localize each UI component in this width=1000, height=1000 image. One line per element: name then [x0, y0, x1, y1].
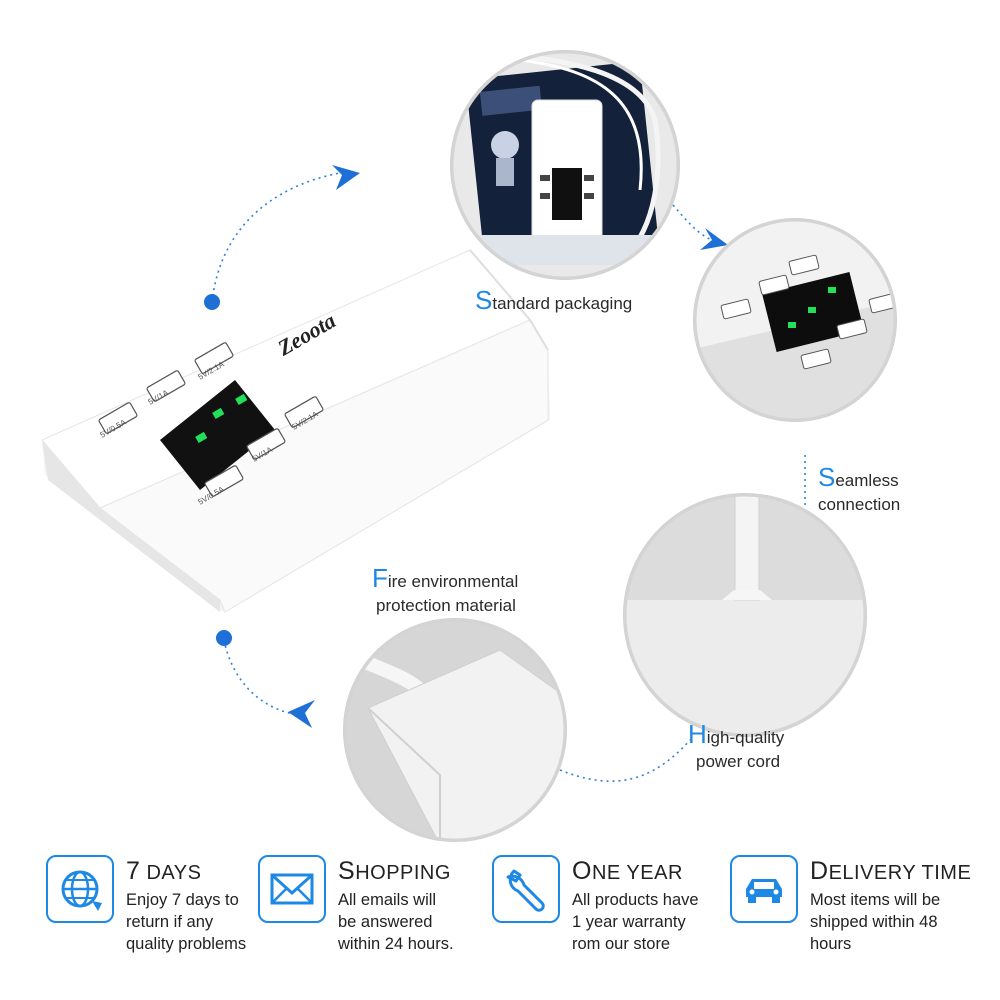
usb-port-4 [284, 396, 324, 428]
feature-title-small: DAYS [140, 862, 202, 884]
feature-title-small: HOPPING [355, 862, 451, 884]
usb-port-1 [194, 342, 234, 374]
arrow-down-icon [700, 228, 728, 250]
led-indicator-1 [195, 431, 208, 443]
feature-one-year: ONE YEAR All products have 1 year warran… [492, 855, 722, 975]
car-icon [730, 855, 798, 923]
caption-text: ire environmental [387, 572, 519, 591]
arrow-right-icon [332, 165, 360, 190]
feature-title: ONE YEAR [572, 857, 683, 886]
usb-port-2 [146, 370, 186, 402]
usb-port-5 [246, 428, 286, 460]
packaging-photo [450, 50, 680, 280]
feature-title: DELIVERY TIME [810, 857, 971, 886]
caption-initial: F [372, 563, 388, 593]
caption-text-line2: protection material [376, 596, 516, 615]
feature-title: 7 DAYS [126, 857, 201, 886]
feature-body: All emails will be answered within 24 ho… [338, 891, 454, 953]
caption-initial: S [475, 285, 493, 315]
feature-body: Most items will be shipped within 48 hou… [810, 891, 941, 953]
feature-title-big: D [810, 857, 829, 885]
envelope-icon [258, 855, 326, 923]
caption-text-line2: connection [818, 495, 901, 514]
caption-initial: H [688, 719, 707, 749]
cable-side-photo [343, 618, 567, 842]
caption-text: eamless [835, 471, 899, 490]
caption-standard-packaging: Standard packaging [475, 285, 633, 316]
feature-shopping: SHOPPING All emails will be answered wit… [258, 855, 488, 975]
arrow-left-icon [288, 700, 315, 728]
caption-text: igh-quality [706, 728, 785, 747]
usb-port-3 [98, 402, 138, 434]
led-indicator-2 [212, 407, 225, 419]
wrench-icon [492, 855, 560, 923]
caption-initial: S [818, 462, 836, 492]
caption-power-cord: High-quality power cord [688, 719, 785, 774]
caption-fire-protection: Fire environmental protection material [372, 563, 519, 618]
ports-closeup-photo [693, 218, 897, 422]
feature-7-days: 7 DAYS Enjoy 7 days to return if any qua… [46, 855, 266, 975]
caption-seamless-connection: Seamless connection [818, 462, 901, 517]
usb-charger-product: 5V/2.1A 5V/1A 5V/0.5A 5V/2.1A 5V/1A 5V/0… [41, 249, 550, 613]
ring-dot-bottom [216, 630, 232, 646]
caption-text: tandard packaging [492, 294, 633, 313]
led-panel [160, 380, 275, 490]
globe-refresh-icon [46, 855, 114, 923]
led-indicator-3 [235, 393, 248, 405]
feature-body: All products have 1 year warranty rom ou… [572, 891, 699, 953]
feature-title: SHOPPING [338, 857, 451, 886]
usb-port-6 [204, 465, 244, 497]
dashed-ring [211, 171, 806, 782]
feature-body: Enjoy 7 days to return if any quality pr… [126, 891, 247, 953]
feature-delivery-time: DELIVERY TIME Most items will be shipped… [730, 855, 980, 975]
feature-title-big: S [338, 857, 356, 885]
feature-title-big: O [572, 857, 592, 885]
caption-text-line2: power cord [696, 752, 781, 771]
ring-dot-top [204, 294, 220, 310]
feature-title-small: NE YEAR [591, 862, 683, 884]
cable-top-photo [623, 493, 867, 737]
feature-title-small: ELIVERY TIME [828, 862, 972, 884]
feature-title-big: 7 [126, 857, 141, 885]
